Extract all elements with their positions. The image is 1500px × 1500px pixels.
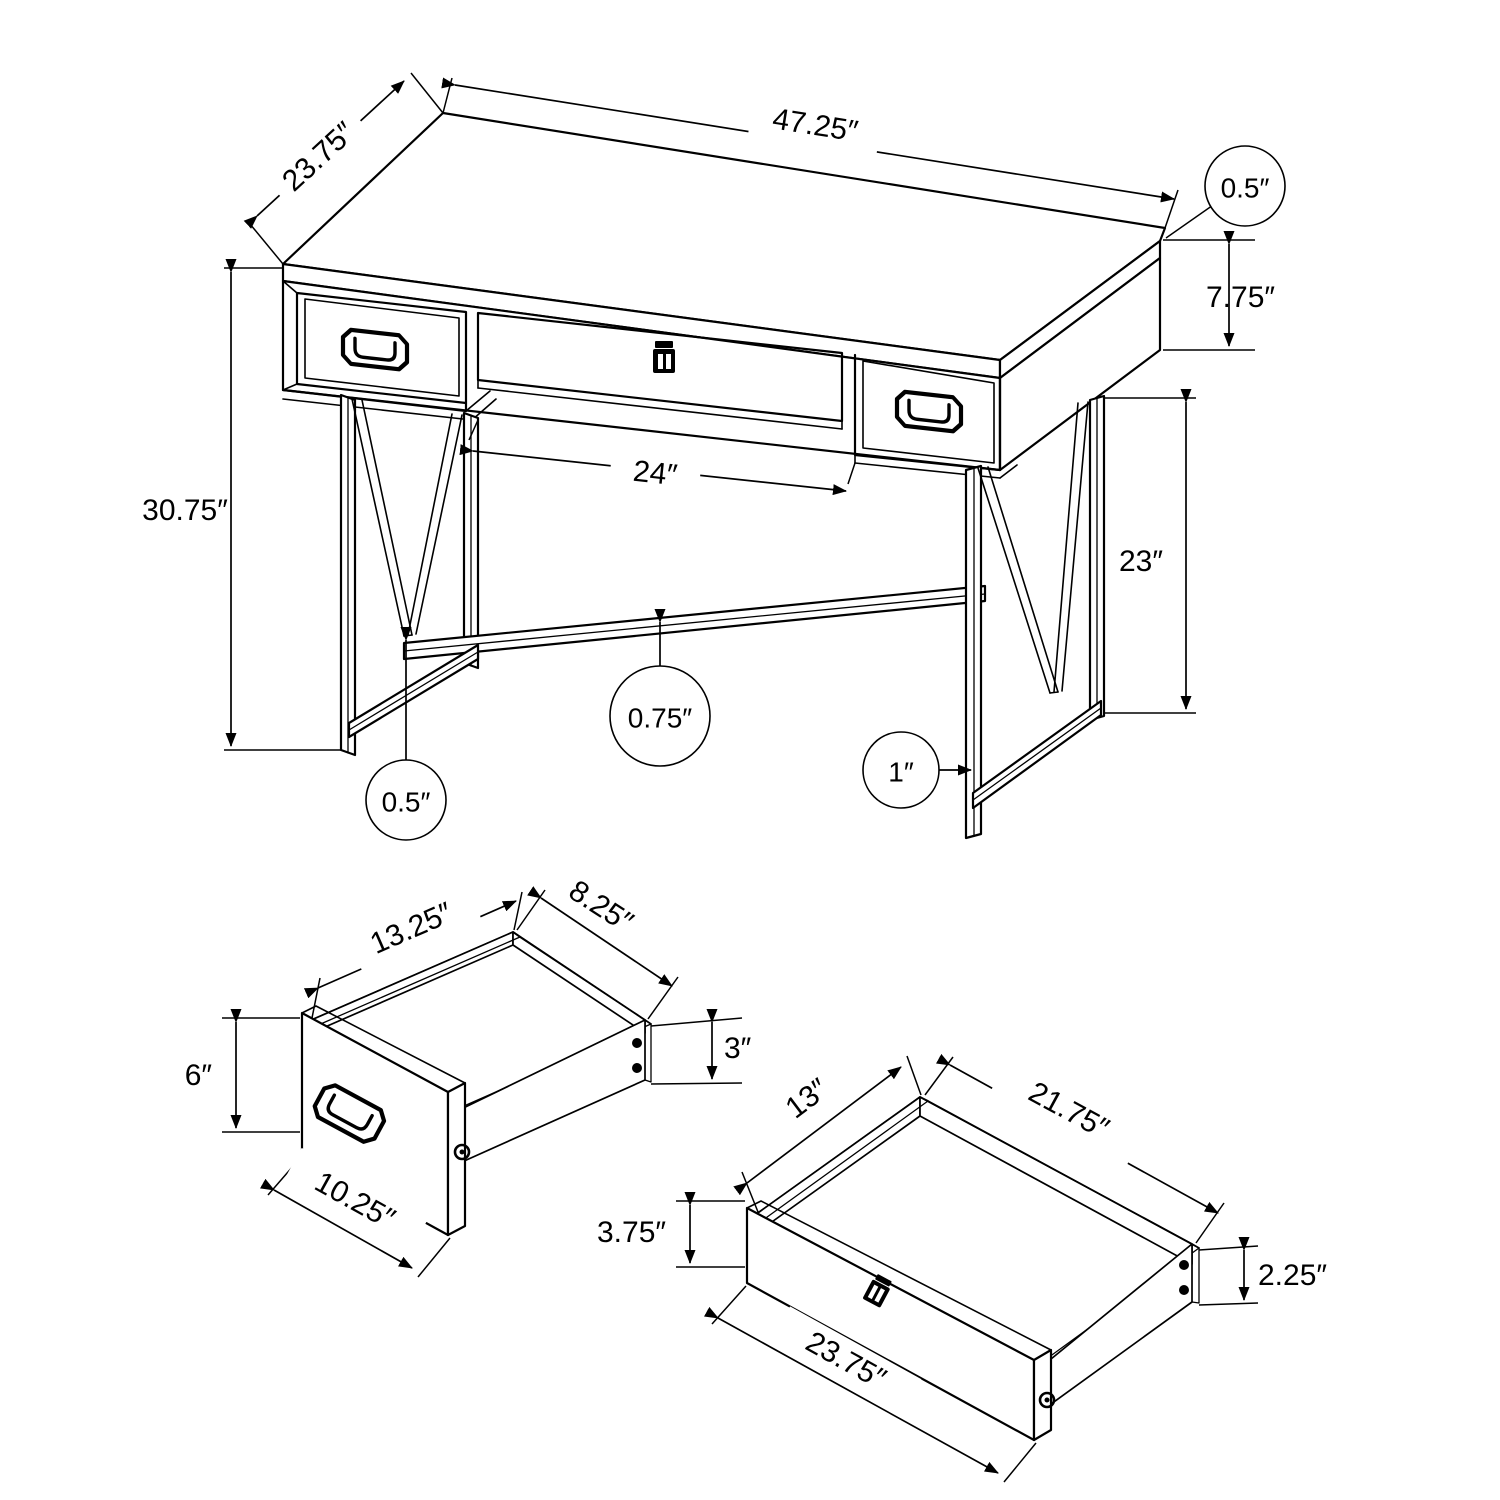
dim-label-apron-height: 7.75″ — [1206, 281, 1275, 314]
drawer-pull-detail — [312, 1083, 387, 1144]
desk-case — [281, 256, 1162, 479]
desk-assembly-view: 23.75″ 47.25″ 0.5″ 7.75″ 30. — [142, 72, 1286, 841]
dim-apron-height: 7.75″ — [1163, 231, 1275, 351]
dim-label-sd-box-height: 3″ — [724, 1032, 752, 1065]
balloon-label-leg-post: 1″ — [888, 757, 914, 788]
balloon-top-thickness: 0.5″ — [1165, 145, 1286, 239]
dim-label-leg-height: 23″ — [1119, 545, 1163, 578]
balloon-leg-post: 1″ — [862, 731, 972, 809]
dim-sd-length: 13.25″ — [303, 884, 523, 1019]
dim-knee-opening: 24″ — [459, 419, 856, 500]
drawer-pull-left — [340, 327, 410, 372]
dim-leg-height: 23″ — [1105, 389, 1196, 714]
dim-overall-height: 30.75″ — [142, 259, 341, 751]
dim-label-knee-opening: 24″ — [632, 455, 680, 492]
balloon-label-stretcher: 0.75″ — [628, 703, 692, 734]
dim-ld-front-height: 3.75″ — [597, 1192, 745, 1268]
dim-width: 47.25″ — [441, 77, 1179, 229]
small-drawer-view: 13.25″ 8.25″ 6″ 3″ — [185, 861, 752, 1278]
drawer-pull-right — [894, 389, 964, 434]
balloon-leg-edge: 0.5″ — [365, 627, 447, 841]
dim-ld-length: 21.75″ — [924, 1053, 1225, 1244]
balloon-stretcher-thickness: 0.75″ — [609, 609, 711, 767]
balloon-label-top-thickness: 0.5″ — [1221, 173, 1270, 204]
dim-label-ld-front-height: 3.75″ — [597, 1216, 666, 1249]
cam-lock-icon — [653, 341, 675, 373]
cam-lock-icon-drawer — [863, 1274, 892, 1308]
dim-sd-box-height: 3″ — [650, 1009, 752, 1085]
desk-leg-frame-right — [964, 394, 1106, 840]
dim-label-ld-box-height: 2.25″ — [1258, 1259, 1327, 1292]
dim-sd-front-height: 6″ — [185, 1009, 300, 1133]
dim-ld-box-height: 2.25″ — [1198, 1237, 1327, 1306]
balloon-label-leg-edge: 0.5″ — [382, 787, 431, 818]
dim-label-overall-height: 30.75″ — [142, 494, 228, 527]
dim-label-sd-front-height: 6″ — [185, 1059, 213, 1092]
large-drawer-view: 13″ 21.75″ 3.75″ 2.25″ — [597, 1053, 1327, 1483]
desk-leg-frame — [339, 393, 987, 757]
